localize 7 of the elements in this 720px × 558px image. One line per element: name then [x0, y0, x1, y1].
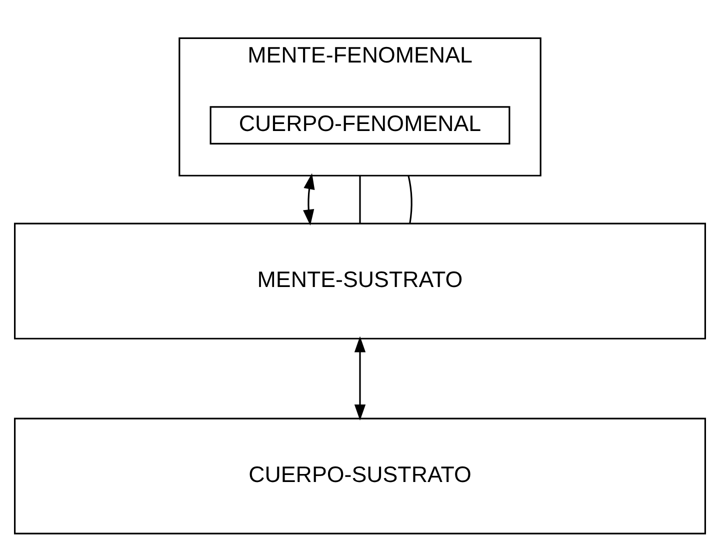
node-box: CUERPO-FENOMENAL [210, 106, 510, 144]
arrow [303, 172, 315, 226]
connector [359, 175, 361, 223]
connector [408, 174, 412, 223]
node-box: CUERPO-SUSTRATO [14, 417, 706, 534]
node-box: MENTE-SUSTRATO [14, 222, 706, 339]
arrow [354, 336, 366, 420]
